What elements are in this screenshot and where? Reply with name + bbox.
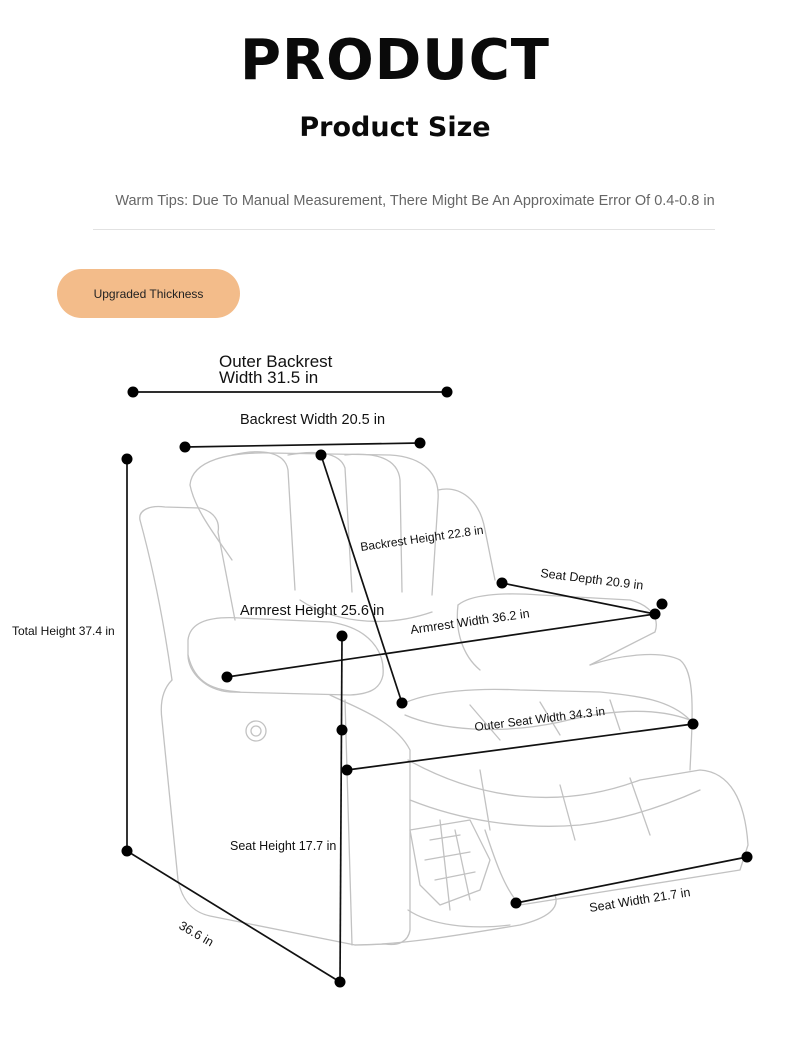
endpoint-dot [741,851,753,863]
endpoint-dot [336,630,348,642]
outer-backrest-width-label-line2: Width 31.5 in [219,368,318,387]
endpoint-dot [656,598,668,610]
endpoint-dot [441,386,453,398]
dimension-lines [126,391,748,983]
endpoint-dot [649,608,661,620]
seat-height-label: Seat Height 17.7 in [230,839,336,853]
upgraded-thickness-badge: Upgraded Thickness [57,269,240,318]
endpoint-dot [221,671,233,683]
outer-seat-width-label: Outer Seat Width 34.3 in [474,704,606,734]
endpoint-dot [179,441,191,453]
endpoint-dot [336,724,348,736]
endpoint-dot [687,718,699,730]
outer-seat-width-line [346,723,694,771]
seat-depth-line [501,582,656,615]
armrest-height-label: Armrest Height 25.6 in [240,603,384,619]
page-title: PRODUCT [239,28,551,93]
warm-tips-text: Warm Tips: Due To Manual Measurement, Th… [115,193,715,209]
endpoint-dot [510,897,522,909]
armrest-height-line [339,635,343,983]
seat-width-line [515,856,748,904]
endpoint-dot [496,577,508,589]
depth-label: 36.6 in [177,918,217,949]
badge-label: Upgraded Thickness [93,286,204,301]
endpoint-dot [341,764,353,776]
armrest-width-label: Armrest Width 36.2 in [409,606,530,637]
endpoint-dot [127,386,139,398]
seat-width-label: Seat Width 21.7 in [588,885,691,915]
depth-line [126,850,341,983]
total-height-label: Total Height 37.4 in [12,624,115,638]
endpoint-dot [414,437,426,449]
backrest-width-label: Backrest Width 20.5 in [240,412,385,428]
seat-depth-label: Seat Depth 20.9 in [540,566,645,593]
divider [93,229,715,230]
armrest-width-line [226,613,656,678]
dimension-labels: Outer Backrest Width 31.5 in Backrest Wi… [12,352,691,949]
backrest-height-label: Backrest Height 22.8 in [359,523,484,554]
endpoint-dot [121,845,133,857]
endpoint-dot [121,453,133,465]
dimension-endpoints [121,386,753,988]
section-title: Product Size [299,112,491,143]
backrest-height-line [320,454,403,704]
endpoint-dot [334,976,346,988]
endpoint-dot [396,697,408,709]
outer-backrest-width-label-line1: Outer Backrest [219,352,333,371]
backrest-width-line [184,442,421,448]
recliner-illustration [139,451,749,946]
endpoint-dot [315,449,327,461]
